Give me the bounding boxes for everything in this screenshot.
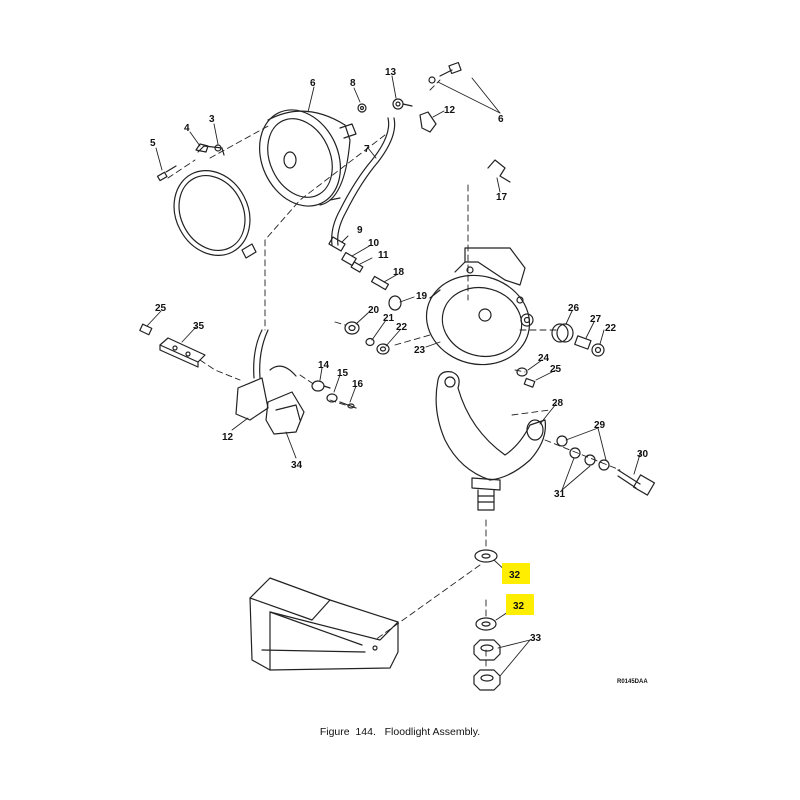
callout-20: 20 bbox=[368, 305, 380, 316]
callout-9: 9 bbox=[357, 225, 363, 236]
sleeve-12b bbox=[235, 377, 269, 421]
callout-27: 27 bbox=[590, 314, 602, 325]
callout-12a: 12 bbox=[444, 105, 456, 116]
screw-25a bbox=[139, 323, 153, 336]
callout-12b: 12 bbox=[222, 432, 234, 443]
callout-10: 10 bbox=[368, 238, 380, 249]
callout-22a: 22 bbox=[396, 322, 408, 333]
callout-6b: 6 bbox=[498, 114, 504, 125]
callout-14: 14 bbox=[318, 360, 330, 371]
callout-31: 31 bbox=[554, 489, 566, 500]
callout-35: 35 bbox=[193, 321, 205, 332]
highlight-32b bbox=[506, 594, 534, 615]
figure-title: Floodlight Assembly. bbox=[384, 726, 481, 738]
washer-22b bbox=[591, 343, 605, 357]
callout-19: 19 bbox=[416, 291, 428, 302]
callout-5: 5 bbox=[150, 138, 156, 149]
callout-21: 21 bbox=[383, 313, 395, 324]
callout-labels: 6 8 13 6 12 5 4 3 7 17 9 10 11 18 19 25 … bbox=[150, 67, 649, 685]
callout-23: 23 bbox=[414, 345, 426, 356]
screw-5 bbox=[156, 165, 177, 182]
terminal-16 bbox=[339, 401, 357, 409]
callout-25b: 25 bbox=[550, 364, 562, 375]
washer-31 bbox=[569, 447, 596, 466]
callout-4: 4 bbox=[184, 123, 190, 134]
screws-6 bbox=[428, 61, 462, 84]
callout-18: 18 bbox=[393, 267, 405, 278]
callout-32b: 32 bbox=[513, 601, 525, 612]
callout-25a: 25 bbox=[155, 303, 167, 314]
callout-15: 15 bbox=[337, 368, 349, 379]
sleeve-12 bbox=[419, 111, 437, 133]
washer-20 bbox=[344, 321, 360, 335]
dashed-leaders bbox=[167, 79, 621, 669]
callout-11: 11 bbox=[378, 250, 389, 261]
callout-34: 34 bbox=[291, 460, 303, 471]
washer-21 bbox=[365, 337, 375, 347]
callout-30: 30 bbox=[637, 449, 649, 460]
nut-33a bbox=[473, 639, 501, 661]
figure-caption: Figure 144. Floodlight Assembly. bbox=[0, 726, 800, 738]
callout-33: 33 bbox=[530, 633, 542, 644]
connector-14 bbox=[311, 380, 331, 392]
terminal-18 bbox=[370, 275, 390, 291]
lens-ring bbox=[173, 145, 257, 259]
nut-33b bbox=[473, 669, 501, 691]
figure-number: Figure 144. bbox=[319, 726, 376, 738]
cable-12b bbox=[253, 329, 297, 379]
highlight-32a bbox=[502, 563, 530, 584]
callout-26: 26 bbox=[568, 303, 580, 314]
callout-8: 8 bbox=[350, 78, 356, 89]
bushing-27 bbox=[574, 335, 592, 350]
callout-3: 3 bbox=[209, 114, 215, 125]
washer-32a bbox=[474, 549, 498, 563]
switch-boot-34 bbox=[265, 391, 305, 435]
callout-16: 16 bbox=[352, 379, 364, 390]
callout-6a: 6 bbox=[310, 78, 316, 89]
screw-25b bbox=[523, 377, 536, 388]
callout-13: 13 bbox=[385, 67, 397, 78]
connector-9 bbox=[328, 236, 346, 252]
washer-15 bbox=[326, 393, 338, 403]
spacer-26 bbox=[551, 323, 574, 343]
callout-28: 28 bbox=[552, 398, 564, 409]
washer-22a bbox=[376, 343, 390, 355]
bolt-30 bbox=[617, 469, 656, 496]
washer-29 bbox=[556, 435, 610, 471]
lamp-housing bbox=[258, 109, 357, 207]
callout-17: 17 bbox=[496, 192, 508, 203]
clip-17 bbox=[487, 159, 511, 183]
drawing-number: R0145DAA bbox=[617, 679, 648, 685]
callout-24: 24 bbox=[538, 353, 550, 364]
connector-11 bbox=[350, 261, 364, 273]
callout-29: 29 bbox=[594, 420, 606, 431]
rear-housing bbox=[425, 247, 534, 366]
mount-bracket bbox=[249, 577, 399, 671]
washer-32b bbox=[475, 617, 497, 631]
callout-leaders bbox=[146, 75, 642, 677]
grommet-19 bbox=[388, 295, 402, 311]
plate-35 bbox=[159, 337, 206, 368]
callout-32a: 32 bbox=[509, 570, 521, 581]
washer-24 bbox=[516, 367, 528, 377]
lockwasher-8 bbox=[357, 103, 367, 113]
yoke-28 bbox=[435, 371, 547, 511]
nut-3 bbox=[214, 144, 222, 152]
callout-22b: 22 bbox=[605, 323, 617, 334]
callout-7: 7 bbox=[364, 144, 370, 155]
clip-4 bbox=[195, 143, 209, 153]
terminal-13 bbox=[392, 98, 413, 110]
wire-7 bbox=[331, 117, 396, 246]
